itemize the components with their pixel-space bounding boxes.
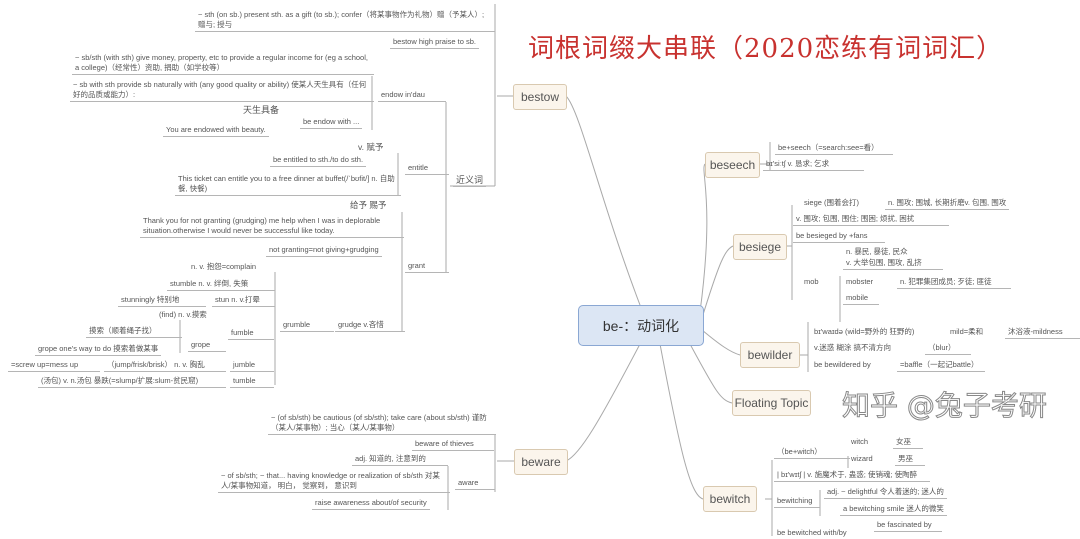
- tumble-label: tumble: [230, 376, 274, 388]
- stunningly-item: stunningly 特别地: [118, 295, 206, 307]
- mobster-meaning: n. 犯罪集团成员; 歹徒; 匪徒: [897, 277, 1011, 289]
- beseech-meaning: bɪ'siːtʃ v. 恳求; 乞求: [763, 159, 864, 171]
- fumble-label: fumble: [228, 328, 274, 340]
- grumble-label: grumble: [280, 320, 334, 332]
- grope-meaning: 摸索（顺着绳子找）: [86, 326, 182, 338]
- bewitching-label: bewitching: [774, 496, 820, 508]
- baffle-note: =baffle（一起记battle）: [897, 360, 985, 372]
- witch-meaning: 女巫: [893, 437, 923, 449]
- endow-definition-2: ~ sb with sth provide sb naturally with …: [70, 80, 374, 102]
- topic-beseech[interactable]: beseech: [705, 152, 760, 178]
- endow-example: You are endowed with beauty.: [163, 125, 269, 137]
- aware-label: aware: [455, 478, 495, 490]
- witch-label: witch: [851, 437, 869, 446]
- mob-verb: v. 大举包围, 围攻, 乱挤: [843, 258, 943, 270]
- grant-example: Thank you for not granting (grudging) me…: [140, 216, 404, 238]
- mobile-label: mobile: [843, 293, 879, 305]
- stun-item: stun n. v.打晕: [212, 295, 275, 307]
- aware-example: raise awareness about/of security: [312, 498, 430, 510]
- aware-definition: ~ of sb/sth; ~ that... having knowledge …: [218, 471, 450, 493]
- endow-phrase: be endow with ...: [300, 117, 363, 129]
- watermark: 知乎 @兔子考研: [842, 389, 1048, 423]
- topic-bestow[interactable]: bestow: [513, 84, 567, 110]
- topic-floating[interactable]: Floating Topic: [732, 390, 811, 416]
- grant-meaning: 给予 赐予: [350, 200, 387, 210]
- bewitch-etymology: （be+witch）: [774, 447, 850, 459]
- bewitched-phrase: be bewitched with/by: [777, 528, 847, 537]
- topic-bewilder[interactable]: bewilder: [740, 342, 800, 368]
- bewilder-meaning: v.迷惑 糊涂 搞不清方向: [814, 343, 891, 352]
- jumble-synonym: =screw up=mess up: [8, 360, 100, 372]
- mildness-note: 沐浴液-mildness: [1005, 327, 1080, 339]
- grumble-meaning: n. v. 抱怨=complain: [191, 262, 257, 271]
- entitle-meaning: v. 赋予: [358, 142, 384, 152]
- page-title: 词根词缀大串联（2020恋练有词词汇）: [528, 34, 1004, 64]
- central-topic[interactable]: be-：动词化: [578, 305, 704, 346]
- beware-example: beware of thieves: [412, 439, 494, 451]
- topic-beware[interactable]: beware: [514, 449, 568, 475]
- bewilder-pronunciation: bɪ'waɪdə (wild=野外的 狂野的): [814, 327, 915, 336]
- aware-meaning: adj. 知道的, 注意到的: [352, 454, 448, 466]
- grope-phrase: grope one's way to do 摸索着做某事: [35, 344, 162, 356]
- endow-definition-1: ~ sb/sth (with sth) give money, property…: [72, 53, 374, 75]
- jumble-label: jumble: [230, 360, 274, 372]
- fumble-meaning: (find) n. v.摸索: [159, 310, 207, 319]
- beware-definition: ~ (of sb/sth) be cautious (of sb/sth); t…: [268, 413, 496, 435]
- mob-noun: n. 暴民, 暴徒, 民众: [846, 247, 908, 256]
- tumble-meaning: (汤包) v. n.汤包 暴跌(=slump/扩展:slum-贫民窟): [38, 376, 226, 388]
- topic-bewitch[interactable]: bewitch: [703, 486, 757, 512]
- topic-besiege[interactable]: besiege: [733, 234, 787, 260]
- entitle-label: entitle: [405, 163, 449, 175]
- jumble-meaning: （jump/frisk/brisk） n. v. 胸乱: [104, 360, 226, 372]
- synonyms-label: 近义词: [453, 175, 487, 187]
- mild-note: mild=柔和: [950, 327, 984, 336]
- wizard-meaning: 男巫: [895, 454, 925, 466]
- beseech-etymology: be+seech（=search:see=看）: [775, 143, 893, 155]
- bewilder-phrase: be bewildered by: [814, 360, 871, 369]
- siege-label: siege (围着会打): [804, 198, 860, 207]
- grant-label: grant: [405, 261, 449, 273]
- entitle-example: This ticket can entitle you to a free di…: [175, 174, 401, 196]
- bewitching-meaning: adj. ~ delightful 令人着迷的; 迷人的: [824, 487, 947, 499]
- bewitching-example: a bewitching smile 迷人的微笑: [840, 504, 947, 516]
- endow-phrase-meaning: 天生具备: [243, 105, 280, 115]
- grant-note: not granting=not giving+grudging: [266, 245, 382, 257]
- bestow-definition: ~ sth (on sb.) present sth. as a gift (t…: [195, 10, 495, 32]
- mobster-label: mobster: [846, 277, 874, 286]
- blur-note: （blur）: [925, 343, 971, 355]
- besiege-meaning: v. 围攻; 包围, 围住; 围困; 烦扰, 困扰: [793, 214, 949, 226]
- entitle-phrase: be entitled to sth./to do sth.: [270, 155, 367, 167]
- wizard-label: wizard: [851, 454, 873, 463]
- grope-label: grope: [188, 340, 226, 352]
- siege-meaning: n. 围攻; 围城, 长期折磨v. 包围, 围攻: [885, 198, 1010, 210]
- stumble-item: stumble n. v. 绊倒, 失策: [167, 279, 275, 291]
- besiege-phrase: be besieged by +fans: [793, 231, 885, 243]
- bestow-example: bestow high praise to sb.: [390, 37, 479, 49]
- endow-label: endow in'dau: [378, 90, 446, 102]
- bewitch-meaning: | bɪ'wɪtʃ | v. 施魔术于, 蛊惑; 使销魂; 使陶醉: [774, 470, 930, 482]
- grudge-label: grudge v.吝惜: [335, 320, 405, 332]
- mob-label: mob: [804, 277, 819, 286]
- fascinated-phrase: be fascinated by: [874, 520, 942, 532]
